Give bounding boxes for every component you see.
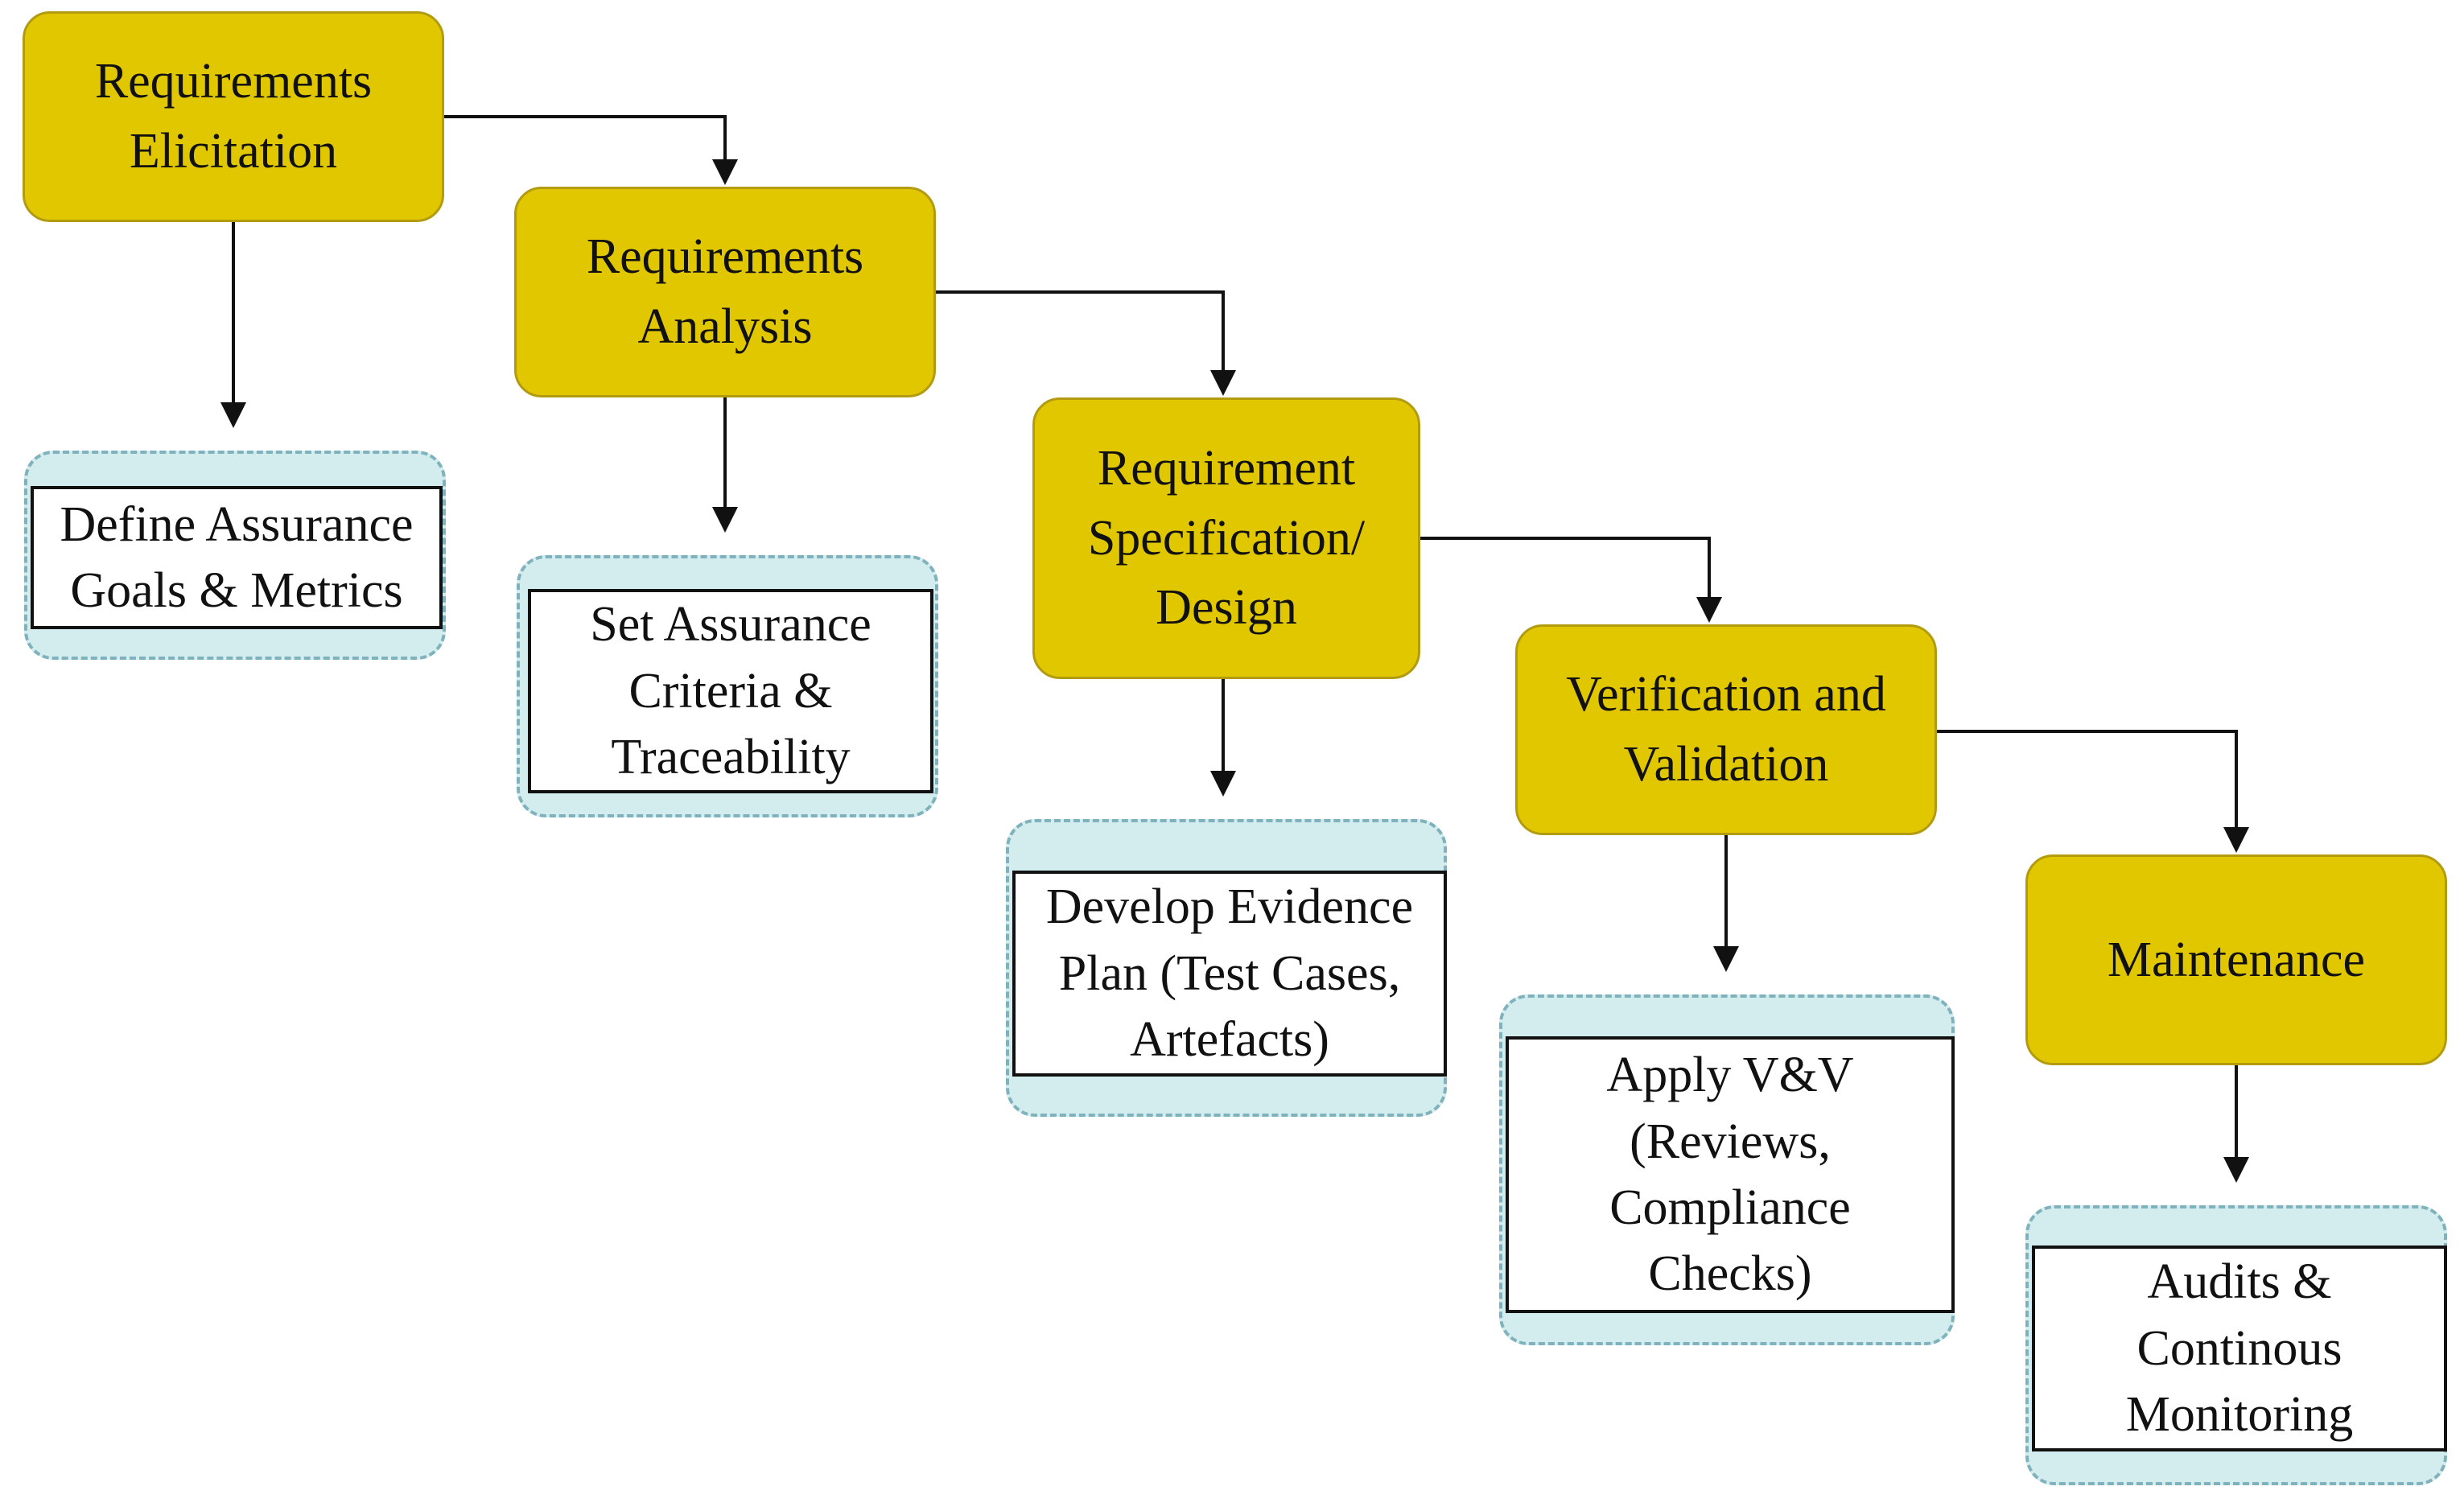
output-box-evidence-plan: Develop Evidence Plan (Test Cases, Artef… xyxy=(1012,871,1447,1077)
arrow-specification-to-verification xyxy=(1420,537,1711,616)
phase-label-line: Validation xyxy=(1623,737,1829,792)
arrow-elicitation-to-analysis xyxy=(444,115,727,179)
phase-verification-and-validation: Verification and Validation xyxy=(1515,624,1937,835)
arrow-analysis-to-specification xyxy=(936,290,1225,389)
phase-label: Maintenance xyxy=(2108,925,2365,995)
output-container-criteria-traceability: Set Assurance Criteria & Traceability xyxy=(517,555,938,817)
phase-label-line: Requirement xyxy=(1097,440,1356,496)
output-label-line: Traceability xyxy=(611,730,851,785)
output-box-criteria-traceability: Set Assurance Criteria & Traceability xyxy=(528,589,933,793)
phase-label-line: Requirements xyxy=(586,229,864,285)
arrowhead-verification-to-maintenance xyxy=(2223,827,2249,853)
phase-label-line: Verification and xyxy=(1566,667,1886,723)
output-container-goals-metrics: Define Assurance Goals & Metrics xyxy=(24,451,446,660)
output-label: Audits & Continous Monitoring xyxy=(2126,1249,2353,1447)
output-label: Develop Evidence Plan (Test Cases, Artef… xyxy=(1046,874,1413,1073)
output-box-apply-vv: Apply V&V (Reviews, Compliance Checks) xyxy=(1506,1036,1955,1313)
output-container-evidence-plan: Develop Evidence Plan (Test Cases, Artef… xyxy=(1006,819,1447,1117)
phase-label-line: Requirements xyxy=(94,54,373,109)
arrowhead-elicitation-to-analysis xyxy=(712,159,738,185)
arrowhead-specification-to-output xyxy=(1210,771,1236,797)
output-label-line: Criteria & xyxy=(628,663,833,719)
phase-label-line: Elicitation xyxy=(129,124,338,179)
output-label-line: Goals & Metrics xyxy=(70,563,403,618)
output-box-audits-monitoring: Audits & Continous Monitoring xyxy=(2032,1246,2447,1451)
output-label-line: Define Assurance xyxy=(60,496,414,552)
output-label: Apply V&V (Reviews, Compliance Checks) xyxy=(1606,1042,1853,1307)
output-label: Define Assurance Goals & Metrics xyxy=(60,492,414,624)
output-container-apply-vv: Apply V&V (Reviews, Compliance Checks) xyxy=(1499,994,1955,1345)
output-label-line: Monitoring xyxy=(2125,1387,2354,1443)
output-box-goals-metrics: Define Assurance Goals & Metrics xyxy=(31,486,443,629)
output-label-line: Set Assurance xyxy=(590,597,871,653)
arrowhead-specification-to-verification xyxy=(1696,597,1722,623)
output-label: Set Assurance Criteria & Traceability xyxy=(590,591,871,790)
phase-label-line: Design xyxy=(1156,580,1297,636)
arrow-verification-to-maintenance xyxy=(1937,730,2238,846)
arrowhead-analysis-to-output xyxy=(712,507,738,533)
output-label-line: Compliance xyxy=(1609,1180,1851,1235)
phase-label-line: Specification/ xyxy=(1087,510,1366,566)
phase-label: Requirements Elicitation xyxy=(95,47,372,187)
output-container-audits-monitoring: Audits & Continous Monitoring xyxy=(2025,1205,2447,1485)
phase-label-line: Analysis xyxy=(637,299,813,354)
arrowhead-verification-to-output xyxy=(1713,946,1739,972)
output-label-line: Checks) xyxy=(1648,1246,1812,1302)
output-label-line: (Reviews, xyxy=(1630,1114,1831,1169)
phase-requirements-analysis: Requirements Analysis xyxy=(514,187,936,397)
output-label-line: Artefacts) xyxy=(1130,1012,1329,1068)
output-label-line: Develop Evidence xyxy=(1045,879,1414,935)
output-label-line: Plan (Test Cases, xyxy=(1058,945,1401,1001)
phase-label-line: Maintenance xyxy=(2107,932,2366,987)
phase-label: Requirement Specification/ Design xyxy=(1088,434,1365,643)
output-label-line: Audits & xyxy=(2147,1254,2332,1310)
phase-label: Requirements Analysis xyxy=(587,222,863,362)
output-label-line: Apply V&V xyxy=(1606,1048,1854,1103)
phase-label: Verification and Validation xyxy=(1566,660,1886,800)
output-label-line: Continous xyxy=(2136,1320,2342,1376)
arrowhead-analysis-to-specification xyxy=(1210,370,1236,396)
phase-requirement-specification-design: Requirement Specification/ Design xyxy=(1032,397,1420,679)
arrowhead-elicitation-to-output xyxy=(220,402,246,428)
phase-maintenance: Maintenance xyxy=(2025,854,2447,1065)
phase-requirements-elicitation: Requirements Elicitation xyxy=(23,11,444,222)
arrowhead-maintenance-to-output xyxy=(2223,1157,2249,1183)
